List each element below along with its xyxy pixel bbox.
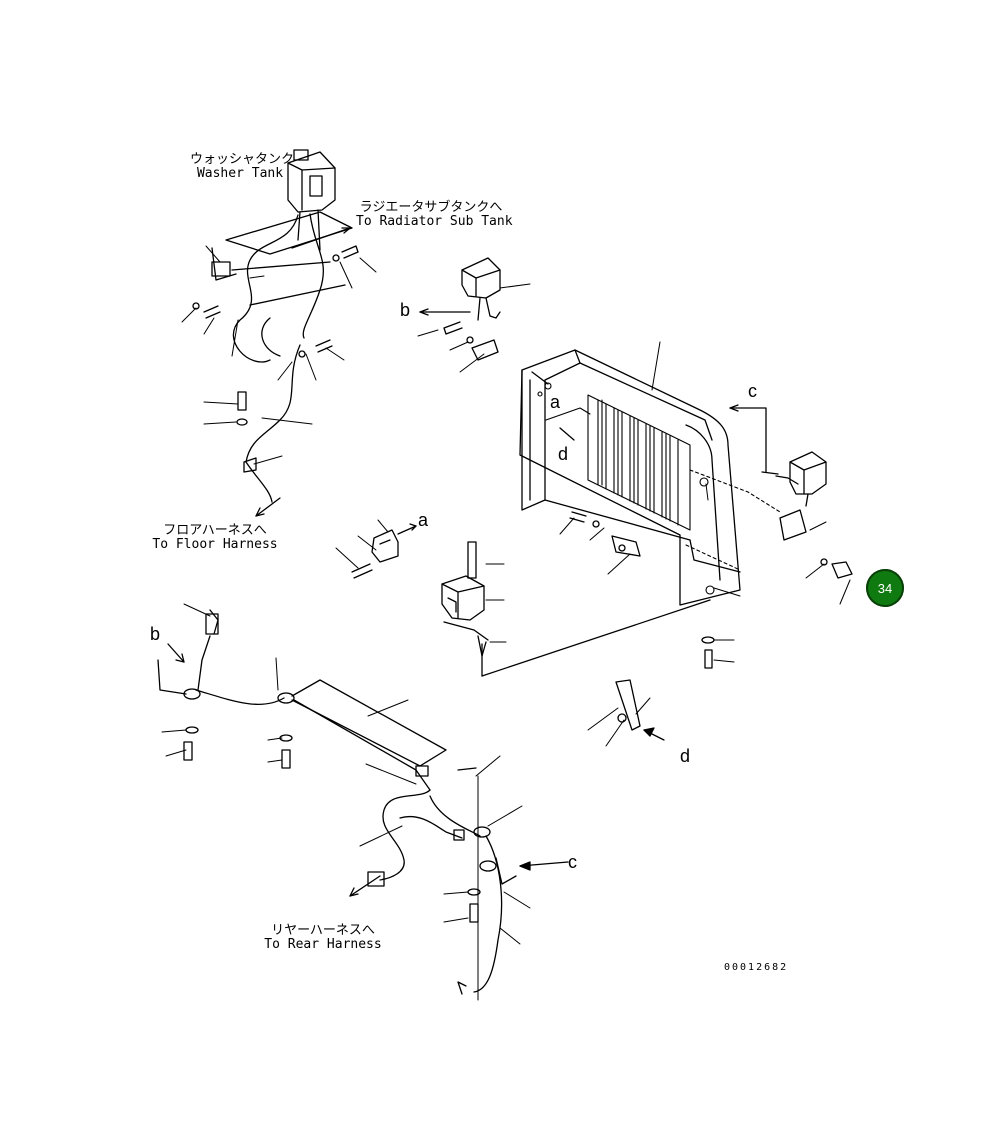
brackets-right — [443, 321, 853, 669]
ref-letter-c-lower: c — [568, 852, 577, 872]
rear-harness-label-jp: リヤーハーネスへ — [271, 923, 375, 938]
ref-letter-a-connector: a — [418, 510, 429, 530]
rear-harness-label-en: To Rear Harness — [264, 937, 382, 952]
floor-harness-label: フロアハーネスへ To Floor Harness — [150, 524, 280, 552]
washer-tank — [287, 149, 336, 251]
ref-letter-d-lower: d — [680, 746, 691, 766]
leader-lines-lower — [161, 603, 651, 1001]
callout-number: 34 — [877, 580, 893, 596]
washer-tank-label-jp: ウォッシャタンク — [190, 152, 295, 167]
ref-letter-b-upper: b — [400, 300, 411, 320]
ref-letter-d-panel: d — [558, 444, 569, 464]
floor-harness-label-en: To Floor Harness — [152, 537, 278, 552]
radiator-label: ラジエータサブタンクへ To Radiator Sub Tank — [356, 200, 513, 229]
washer-tank-label: ウォッシャタンク Washer Tank — [190, 152, 295, 181]
lamp-center — [441, 575, 489, 657]
washer-tank-label-en: Washer Tank — [196, 166, 284, 181]
arrows-upper-left — [255, 227, 351, 517]
lamp-right — [761, 451, 827, 507]
rear-harness-label: リヤーハーネスへ To Rear Harness — [258, 924, 388, 952]
leader-lines-upper-left — [181, 245, 377, 465]
radiator-label-jp: ラジエータサブタンクへ — [359, 200, 503, 215]
grille — [587, 394, 691, 531]
washer-hoses — [211, 211, 353, 503]
arrows-right — [397, 308, 767, 677]
bolts-lower — [183, 679, 641, 923]
hose-connector — [351, 529, 477, 579]
radiator-label-en: To Radiator Sub Tank — [356, 214, 513, 229]
bolts-upper-left — [192, 245, 359, 473]
floor-harness-label-jp: フロアハーネスへ — [163, 523, 267, 538]
leader-lines-right — [335, 283, 851, 663]
panel-details — [537, 382, 781, 595]
drawing-number: 00012682 — [724, 962, 789, 973]
callout-badge[interactable]: 34 — [866, 569, 904, 607]
lamp-upper — [461, 257, 501, 321]
ref-letter-a-panel: a — [550, 392, 561, 412]
ref-letter-b-lower: b — [150, 624, 161, 644]
cover-panel — [519, 349, 741, 606]
arrows-lower — [167, 643, 665, 897]
ref-letter-c-panel: c — [748, 381, 757, 401]
lower-harness — [157, 609, 517, 995]
